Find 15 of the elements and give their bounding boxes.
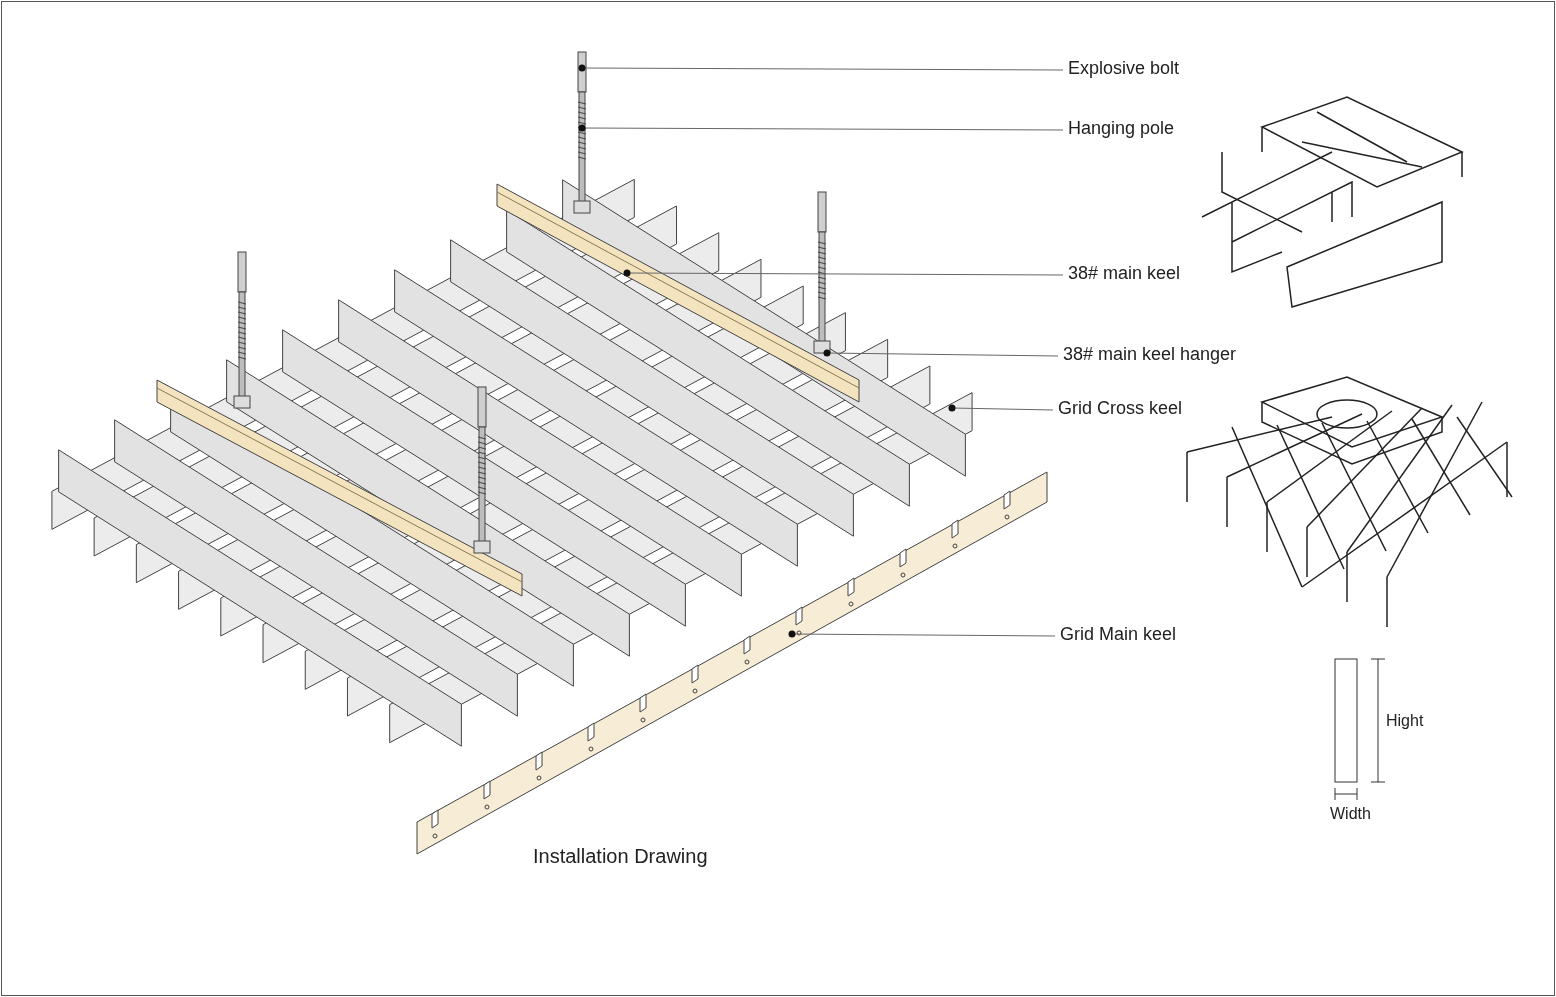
part-label: 38# main keel hanger [1063, 344, 1237, 364]
part-label: 38# main keel [1068, 263, 1181, 283]
part-label: Grid Cross keel [1058, 398, 1183, 418]
leader-line [623, 269, 1064, 277]
dimension-label: Hight [1386, 711, 1424, 731]
part-label: Explosive bolt [1068, 58, 1180, 78]
part-label: Hanging pole [1068, 118, 1175, 138]
leader-line [578, 124, 1064, 132]
leader-line [578, 64, 1064, 72]
leader-line [788, 630, 1056, 638]
leader-line [948, 404, 1054, 412]
drawing-caption: Installation Drawing [533, 846, 708, 866]
leader-line [823, 349, 1059, 357]
part-label: Grid Main keel [1060, 624, 1177, 644]
dimension-label: Width [1330, 804, 1371, 824]
